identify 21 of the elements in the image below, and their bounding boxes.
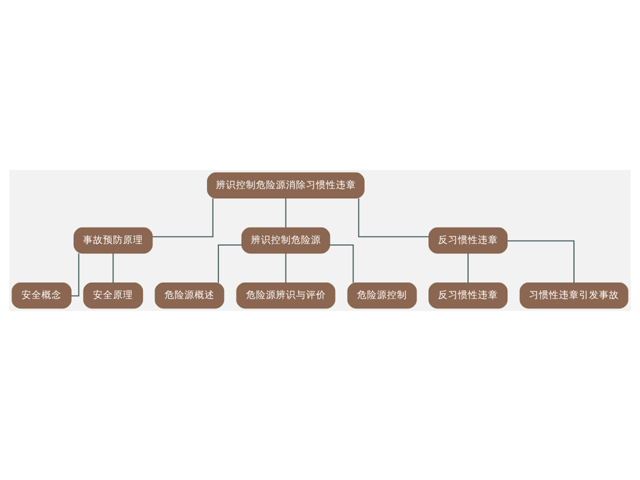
node-box: 安全原理 — [83, 282, 144, 308]
connector — [358, 198, 429, 237]
connector — [285, 252, 286, 282]
node-box: 危险源辨识与评价 — [236, 282, 336, 308]
node-box: 危险源控制 — [347, 282, 417, 308]
connector — [330, 244, 354, 282]
connector — [112, 252, 114, 282]
node-box: 反习惯性违章 — [428, 226, 508, 254]
node-box: 事故预防原理 — [74, 226, 153, 254]
connector — [468, 252, 469, 282]
node-box: 安全概念 — [12, 282, 72, 308]
node-box: 习惯性违章引发事故 — [520, 282, 628, 308]
connector — [508, 240, 574, 282]
node-box: 辨识控制危险源 — [241, 226, 330, 254]
connector — [152, 198, 214, 237]
connector — [285, 198, 286, 228]
node-box: 危险源概述 — [154, 282, 224, 308]
node-box: 反习惯性违章 — [428, 282, 508, 308]
node-box: 辨识控制危险源消除习惯性违章 — [207, 172, 365, 198]
connector — [71, 252, 80, 296]
connector — [218, 244, 242, 282]
